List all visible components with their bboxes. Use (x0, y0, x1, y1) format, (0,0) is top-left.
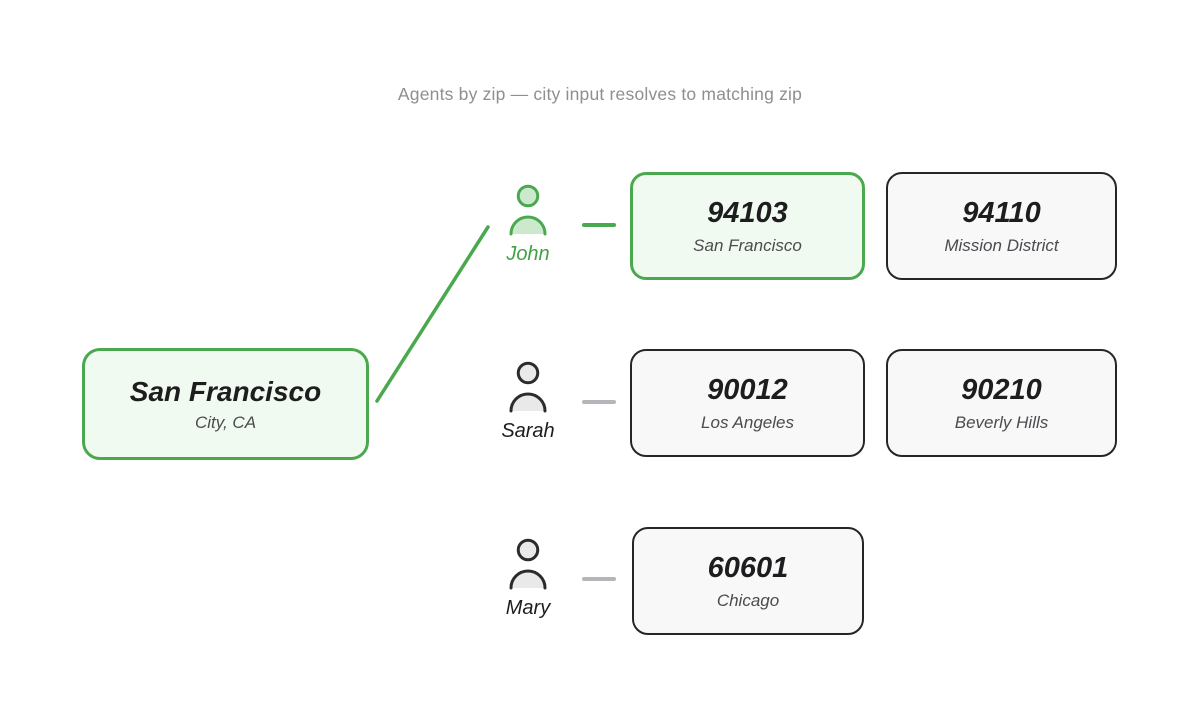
connector-dash-john (582, 223, 616, 227)
zip-place-label: Los Angeles (701, 412, 794, 432)
diagram-title: Agents by zip — city input resolves to m… (397, 84, 803, 104)
zip-code-label: 94103 (707, 196, 788, 229)
person-icon (509, 361, 547, 413)
connector-dash-mary (582, 577, 616, 581)
person-icon (509, 184, 547, 236)
person-icon (509, 538, 547, 590)
city-input-label: San Francisco (129, 375, 322, 407)
agent-mary: Mary (488, 538, 568, 620)
agent-sarah: Sarah (488, 361, 568, 443)
zip-place-label: Beverly Hills (954, 412, 1049, 432)
zip-card-94110: 94110 Mission District (886, 172, 1117, 280)
city-input-sublabel: City, CA (194, 412, 257, 432)
zip-card-90210: 90210 Beverly Hills (886, 349, 1117, 457)
zip-card-90012: 90012 Los Angeles (630, 349, 865, 457)
agent-name-label: Mary (505, 597, 551, 619)
zip-card-60601: 60601 Chicago (632, 527, 864, 635)
zip-code-label: 90012 (707, 373, 788, 406)
agent-john: John (488, 184, 568, 266)
zip-card-94103: 94103 San Francisco (630, 172, 865, 280)
zip-code-label: 94110 (962, 196, 1041, 229)
zip-place-label: Mission District (944, 235, 1059, 255)
zip-place-label: San Francisco (693, 235, 802, 255)
connector-dash-sarah (582, 400, 616, 404)
agent-name-label: Sarah (501, 420, 555, 442)
zip-code-label: 60601 (707, 551, 789, 584)
agent-name-label: John (506, 243, 550, 265)
city-input-node: San Francisco City, CA (82, 348, 369, 460)
zip-place-label: Chicago (716, 590, 780, 610)
zip-code-label: 90210 (961, 373, 1042, 406)
